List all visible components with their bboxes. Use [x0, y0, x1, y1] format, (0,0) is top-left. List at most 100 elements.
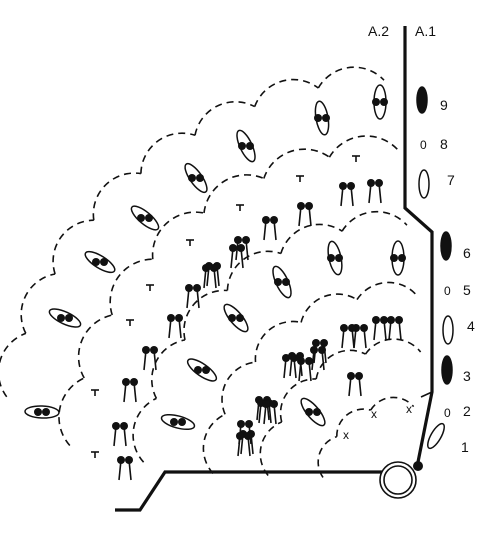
chain-arc [253, 78, 319, 107]
row-label-3: 3 [463, 368, 471, 384]
stitch-head [340, 324, 348, 332]
chart-base-line [115, 470, 390, 512]
puff-head [322, 114, 330, 122]
chain-arc [194, 100, 256, 136]
stitch-head [244, 432, 252, 440]
petal-clusters [24, 84, 406, 431]
puff-head [65, 314, 73, 322]
stitch-head [117, 456, 125, 464]
stitch-head [122, 378, 130, 386]
symbol-mark-x: x [343, 428, 349, 442]
puff-head [314, 114, 322, 122]
stitch-head [120, 422, 128, 430]
puff-head [327, 254, 335, 262]
puff-head [34, 408, 42, 416]
row-1-petal [427, 422, 445, 450]
stitch-head [305, 202, 313, 210]
puff-head [335, 254, 343, 262]
stitch-head [270, 216, 278, 224]
chain-arc [109, 258, 153, 316]
chain-arcs [0, 66, 422, 478]
puff-head [398, 254, 406, 262]
chain-arc [92, 172, 142, 221]
chain-arc [221, 361, 256, 415]
puff-head [380, 98, 388, 106]
chain-marker-row-5: 0 [444, 284, 451, 298]
puff-head [236, 314, 244, 322]
legend-open-petal [418, 169, 430, 199]
chain-arc [356, 281, 418, 301]
symbol-mark-x: x [406, 402, 412, 416]
puff-head [282, 278, 290, 286]
stitch-head [125, 456, 133, 464]
puff-head [137, 214, 145, 222]
chain-arc [328, 135, 399, 158]
puff-head [313, 408, 321, 416]
chain-arc [58, 377, 85, 447]
puff-head [194, 366, 202, 374]
puff-head [145, 214, 153, 222]
chain-arc [335, 408, 371, 437]
chain-arc [77, 314, 113, 379]
row-label-5: 5 [463, 282, 471, 298]
stitch-head [229, 244, 237, 252]
stitch-head [312, 339, 320, 347]
chain-arc [202, 413, 226, 475]
chain-arc [203, 174, 265, 214]
chain-arc [0, 332, 27, 398]
stitch-head [245, 420, 253, 428]
stitch-head [305, 357, 313, 365]
puff-head [372, 98, 380, 106]
stitch-head [270, 400, 278, 408]
join-tick [420, 391, 433, 398]
stitch-head [175, 314, 183, 322]
stitch-head [237, 244, 245, 252]
stitch-head [150, 346, 158, 354]
puff-head [238, 142, 246, 150]
tick-marks [91, 155, 360, 458]
stitch-head [242, 236, 250, 244]
chain-arc [317, 66, 385, 89]
stitch-head [347, 182, 355, 190]
puff-head [305, 408, 313, 416]
puff-head [188, 174, 196, 182]
puff-head [42, 408, 50, 416]
stitch-head [367, 179, 375, 187]
chain-arc [183, 289, 228, 341]
stitch-head [193, 284, 201, 292]
row-label-4: 4 [467, 318, 475, 334]
stitch-head [380, 316, 388, 324]
stitch-head [387, 316, 395, 324]
stitch-head [213, 262, 221, 270]
stitch-clusters [112, 179, 403, 481]
chain-marker-row-2: 0 [444, 406, 451, 420]
stitch-head [262, 216, 270, 224]
chain-arc [151, 211, 205, 260]
chain-arc [140, 132, 196, 174]
puff-head [274, 278, 282, 286]
chain-arc [280, 223, 343, 254]
puff-head [196, 174, 204, 182]
legend-filled-petal [440, 231, 452, 261]
legend-filled-petal [441, 355, 453, 385]
stitch-head [320, 339, 328, 347]
stitch-head [297, 202, 305, 210]
chain-arc [52, 219, 94, 275]
slip-stitch [413, 461, 423, 471]
stitch-head [348, 324, 356, 332]
stitch-head [130, 378, 138, 386]
chain-arc [370, 396, 415, 411]
stitch-head [234, 236, 242, 244]
stitch-head [167, 314, 175, 322]
stitch-head [375, 179, 383, 187]
row-label-9: 9 [440, 97, 448, 113]
row-label-6: 6 [463, 245, 471, 261]
stitch-head [236, 432, 244, 440]
stitch-head [262, 400, 270, 408]
row-label-8: 8 [440, 136, 448, 152]
chain-arc [341, 210, 408, 232]
chain-marker-row-8: 0 [420, 138, 427, 152]
chain-arc [226, 250, 282, 291]
row-label-2: 2 [463, 403, 471, 419]
chain-arc [254, 320, 302, 363]
